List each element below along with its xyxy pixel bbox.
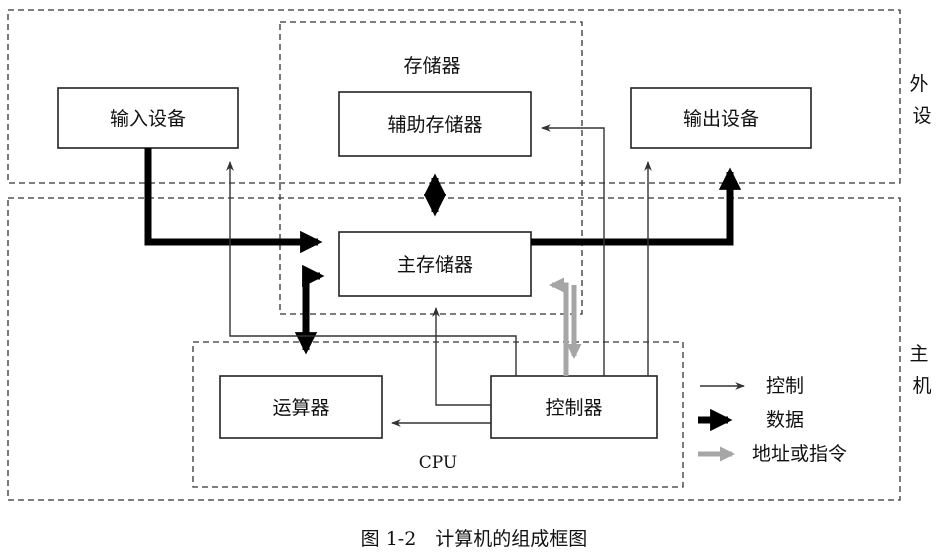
legend-control-label: 控制 <box>766 375 804 397</box>
host-region <box>7 197 901 501</box>
main-memory-label: 主存储器 <box>397 254 473 276</box>
data-arrow-alu-to-memory <box>302 264 325 300</box>
auxiliary-storage-label: 辅助存储器 <box>387 114 482 136</box>
input-device-box <box>57 87 239 149</box>
alu-box <box>219 375 383 439</box>
host-label-char-2: 机 <box>912 375 931 397</box>
auxiliary-storage-box <box>338 91 532 157</box>
peripheral-label-char-1: 外 <box>909 73 928 95</box>
host-label-char-1: 主 <box>909 343 928 365</box>
peripheral-label-char-2: 设 <box>912 105 931 127</box>
control-arrow-controller-to-auxiliary <box>541 124 605 376</box>
legend-data-label: 数据 <box>766 409 804 431</box>
controller-label: 控制器 <box>545 397 602 419</box>
control-arrow-controller-to-input <box>226 161 517 376</box>
figure-caption: 图 1-2 计算机的组成框图 <box>361 528 588 550</box>
legend-address-label: 地址或指令 <box>752 443 847 465</box>
cpu-region <box>192 341 684 488</box>
storage-region <box>279 21 583 315</box>
control-arrow-controller-to-memory <box>432 307 491 406</box>
main-memory-box <box>338 231 532 297</box>
output-device-box <box>630 87 812 149</box>
peripheral-region <box>7 9 901 184</box>
alu-label: 运算器 <box>272 397 329 419</box>
host-group-label: 主 机 <box>909 343 934 397</box>
controller-box <box>490 375 658 439</box>
peripheral-group-label: 外 设 <box>909 73 934 127</box>
data-arrow-input-to-memory <box>144 148 323 254</box>
output-device-label: 输出设备 <box>683 108 759 130</box>
address-arrow-controller-to-memory <box>549 277 569 376</box>
data-arrow-memory-to-output <box>531 167 742 246</box>
storage-group-label: 存储器 <box>403 55 460 77</box>
input-device-label: 输入设备 <box>110 108 186 130</box>
cpu-group-label: CPU <box>419 453 457 473</box>
